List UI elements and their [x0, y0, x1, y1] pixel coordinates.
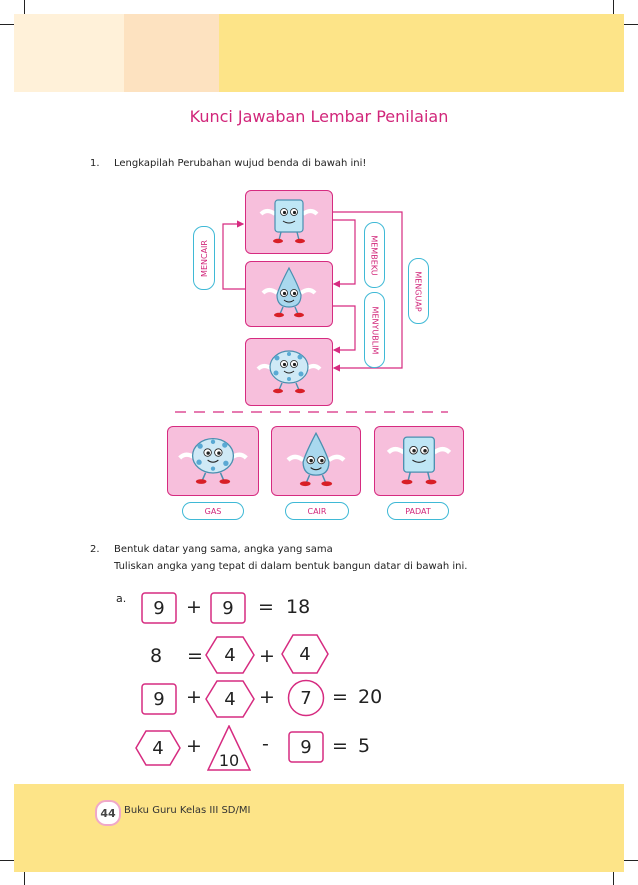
answer-card-liquid: [271, 426, 361, 496]
circle-shape: 7: [287, 679, 325, 717]
question-2-sublabel: a.: [116, 592, 127, 605]
equals-sign: =: [332, 686, 348, 708]
card-solid: [245, 190, 333, 254]
result: 20: [358, 686, 383, 708]
footer-text: Buku Guru Kelas III SD/MI: [124, 805, 251, 816]
header-block-2: [124, 14, 219, 92]
crop-mark: [24, 872, 25, 885]
gas-cloud-character-icon: [254, 343, 324, 401]
page-number: 44: [95, 800, 121, 826]
header-band: [14, 14, 624, 92]
operator: +: [259, 686, 275, 708]
water-drop-character-icon: [281, 430, 351, 492]
hexagon-value: 4: [152, 737, 164, 759]
result: 5: [358, 735, 371, 757]
answer-label-padat: PADAT: [387, 502, 449, 520]
label-membeku: MEMBEKU: [364, 222, 385, 288]
crop-mark: [624, 860, 638, 861]
label-menguap-text: MENGUAP: [414, 270, 424, 312]
label-membeku-text: MEMBEKU: [370, 234, 380, 276]
operator: +: [186, 686, 202, 708]
hexagon-value: 4: [224, 688, 236, 710]
square-shape: 9: [141, 683, 177, 715]
triangle-shape: 10: [207, 725, 251, 771]
lhs-value: 8: [150, 645, 163, 667]
question-2-line2: Tuliskan angka yang tepat di dalam bentu…: [114, 561, 468, 572]
square-value: 9: [300, 736, 312, 758]
square-value: 9: [153, 688, 165, 710]
operator: +: [186, 735, 202, 757]
square-value: 9: [153, 597, 165, 619]
operator: +: [259, 645, 275, 667]
card-gas: [245, 338, 333, 406]
square-shape: 9: [141, 592, 177, 624]
crop-mark: [0, 24, 14, 25]
gas-cloud-character-icon: [175, 430, 251, 492]
header-block-3: [219, 14, 624, 92]
arrow-menyublim: [332, 305, 356, 354]
crop-mark: [24, 0, 25, 14]
label-mencair: MENCAIR: [193, 226, 215, 290]
ice-cube-character-icon: [257, 194, 321, 250]
hexagon-value: 4: [224, 644, 236, 666]
answer-card-gas: [167, 426, 259, 496]
question-1-text: Lengkapilah Perubahan wujud benda di baw…: [114, 158, 367, 169]
equals-sign: =: [258, 596, 274, 618]
circle-value: 7: [300, 687, 312, 709]
water-drop-character-icon: [257, 265, 321, 323]
footer-band: [14, 784, 624, 872]
hexagon-shape: 4: [135, 730, 181, 766]
label-mencair-text: MENCAIR: [199, 239, 209, 277]
square-shape: 9: [210, 592, 246, 624]
answer-label-cair: CAIR: [285, 502, 349, 520]
result: 18: [286, 596, 311, 618]
label-menguap: MENGUAP: [408, 258, 429, 324]
arrow-membeku: [332, 219, 356, 288]
question-2-number: 2.: [90, 544, 100, 555]
square-value: 9: [222, 597, 234, 619]
square-shape: 9: [288, 731, 324, 763]
arrow-mencair: [222, 220, 245, 290]
crop-mark: [613, 0, 614, 14]
ice-cube-character-icon: [384, 430, 454, 492]
crop-mark: [624, 24, 638, 25]
hexagon-shape: 4: [205, 680, 255, 718]
question-2-line1: Bentuk datar yang sama, angka yang sama: [114, 544, 333, 555]
card-liquid: [245, 261, 333, 327]
answer-card-solid: [374, 426, 464, 496]
equals-sign: =: [332, 735, 348, 757]
label-menyublim: MENYUBLIM: [364, 292, 385, 368]
answer-label-gas: GAS: [182, 502, 244, 520]
hexagon-shape: 4: [205, 636, 255, 674]
crop-mark: [0, 860, 14, 861]
header-block-1: [14, 14, 124, 92]
triangle-value: 10: [218, 751, 240, 770]
page-title: Kunci Jawaban Lembar Penilaian: [189, 107, 449, 126]
crop-mark: [613, 872, 614, 885]
equals-sign: =: [187, 645, 203, 667]
label-menyublim-text: MENYUBLIM: [370, 306, 380, 354]
hexagon-value: 4: [299, 643, 311, 665]
operator: +: [186, 596, 202, 618]
question-1-number: 1.: [90, 158, 100, 169]
operator: -: [262, 733, 269, 755]
hexagon-shape: 4: [281, 634, 329, 674]
